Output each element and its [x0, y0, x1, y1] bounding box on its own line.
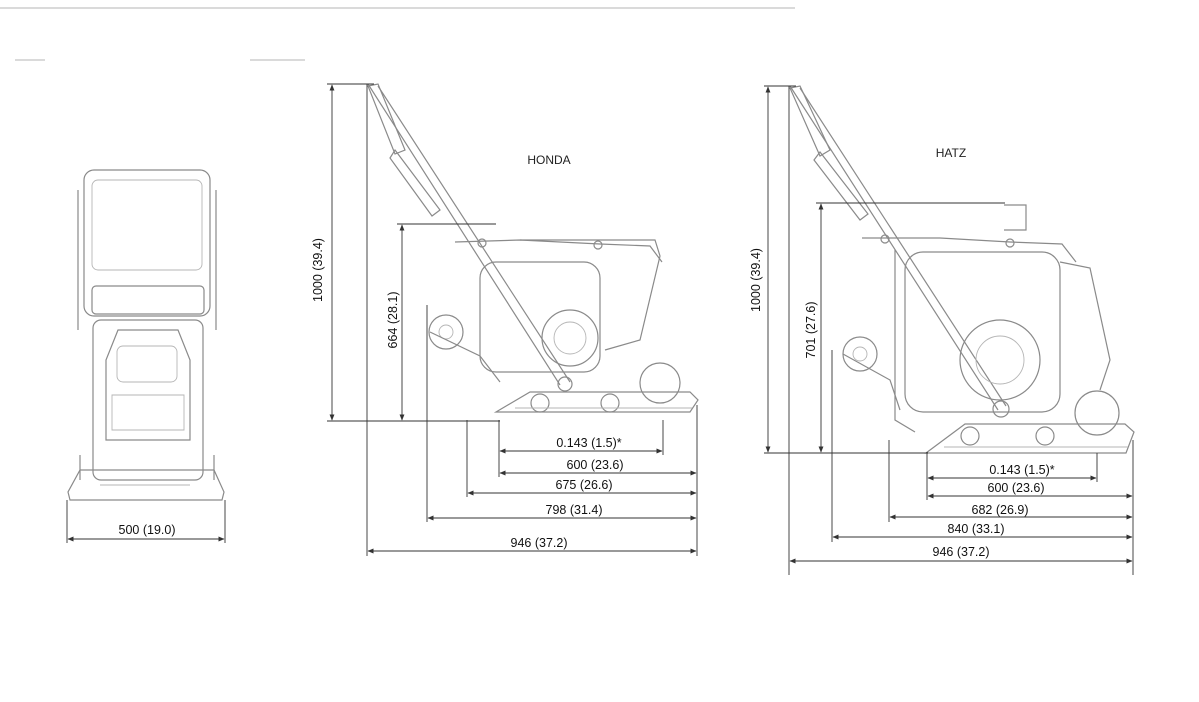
- honda-dim-label: 600 (23.6): [567, 458, 624, 472]
- hatz-dim-label: 600 (23.6): [988, 481, 1045, 495]
- hatz-side-view: [789, 85, 1135, 454]
- hatz-height-label: 1000 (39.4): [749, 248, 763, 312]
- hatz-dim-label: 682 (26.9): [972, 503, 1029, 517]
- hatz-dimensions: [764, 85, 1134, 575]
- hatz-engine-height-label: 701 (27.6): [804, 302, 818, 359]
- honda-dim-label: 675 (26.6): [556, 478, 613, 492]
- front-view: [66, 169, 226, 543]
- honda-side-view: [367, 83, 699, 413]
- hatz-dim-label: 946 (37.2): [933, 545, 990, 559]
- hatz-dim-label: 840 (33.1): [948, 522, 1005, 536]
- honda-engine-height-label: 664 (28.1): [386, 292, 400, 349]
- hatz-title: HATZ: [936, 146, 966, 160]
- honda-dimensions: [327, 83, 698, 556]
- honda-title: HONDA: [527, 153, 570, 167]
- hatz-dim-label: 0.143 (1.5)*: [989, 463, 1054, 477]
- front-width-label: 500 (19.0): [119, 523, 176, 537]
- honda-dim-label: 0.143 (1.5)*: [556, 436, 621, 450]
- honda-dim-label: 946 (37.2): [511, 536, 568, 550]
- honda-height-label: 1000 (39.4): [311, 238, 325, 302]
- honda-dim-label: 798 (31.4): [546, 503, 603, 517]
